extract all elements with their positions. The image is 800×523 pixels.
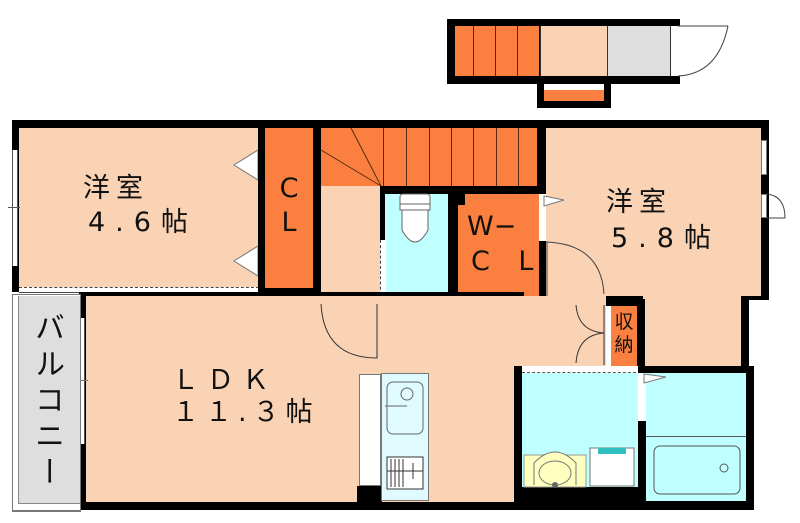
- room2-door-swing[interactable]: [545, 241, 606, 298]
- main-stairs: [321, 128, 537, 186]
- bathroom-door-triangle: [643, 373, 667, 384]
- western-room-1-window: [12, 150, 18, 266]
- entrance-step-white: [544, 84, 604, 90]
- hallway-upper: [321, 186, 381, 294]
- bathtub-icon: [653, 445, 741, 495]
- entrance-porch: [607, 26, 671, 76]
- kitchen-sink-icon: [385, 381, 424, 435]
- wic-door-triangle: [543, 195, 565, 207]
- entrance-door-gap: [671, 26, 680, 76]
- side-door-swing[interactable]: [766, 193, 787, 220]
- closet-1-floor: [265, 128, 313, 288]
- storage-label-2: 納: [614, 334, 634, 356]
- washroom-door[interactable]: [522, 366, 641, 373]
- wic-door[interactable]: [539, 194, 546, 241]
- balcony-label: バルコニー: [29, 312, 64, 492]
- toilet-door[interactable]: [380, 240, 386, 300]
- entrance-stairs: [455, 26, 539, 76]
- ldk-size: １１.３帖: [172, 397, 319, 428]
- western-room-2-window: [761, 140, 767, 175]
- western-room-2-side-door[interactable]: [761, 194, 767, 218]
- ldk-name: ＬＤＫ: [172, 365, 277, 396]
- storage: [611, 306, 637, 366]
- washing-machine-icon: [589, 447, 635, 487]
- closet-1-label: C L: [279, 173, 299, 238]
- toilet-fixture-icon: [399, 193, 431, 243]
- western-room-1-name: 洋室: [83, 173, 149, 204]
- ldk-door-swing[interactable]: [320, 303, 380, 364]
- walk-in-closet-label-2: C L: [471, 246, 544, 277]
- kitchen-counter-white: [359, 374, 381, 486]
- bathroom-door[interactable]: [638, 373, 646, 421]
- ldk-hall-top: [321, 304, 603, 370]
- western-room-1-floor: [19, 128, 259, 287]
- storage-hall-door-swing[interactable]: [572, 304, 606, 367]
- entrance-door-swing[interactable]: [677, 25, 738, 78]
- entrance-landing: [540, 26, 607, 76]
- western-room-2-lower: [643, 290, 748, 366]
- western-room-2-size: 5.8帖: [611, 223, 721, 254]
- washbasin-icon: [523, 451, 587, 488]
- stairs-winder-lines: [320, 127, 382, 187]
- balcony: [18, 296, 80, 504]
- storage-label-1: 収: [614, 311, 634, 333]
- walk-in-closet: [458, 194, 539, 298]
- stove-icon: [386, 456, 424, 490]
- western-room-1-size: 4.6帖: [88, 207, 198, 238]
- western-room-2: [546, 128, 761, 296]
- walk-in-closet-label-1: W−: [467, 211, 517, 242]
- western-room-2-name: 洋室: [606, 187, 672, 218]
- storage-door[interactable]: [603, 306, 611, 366]
- entrance-step: [544, 90, 604, 101]
